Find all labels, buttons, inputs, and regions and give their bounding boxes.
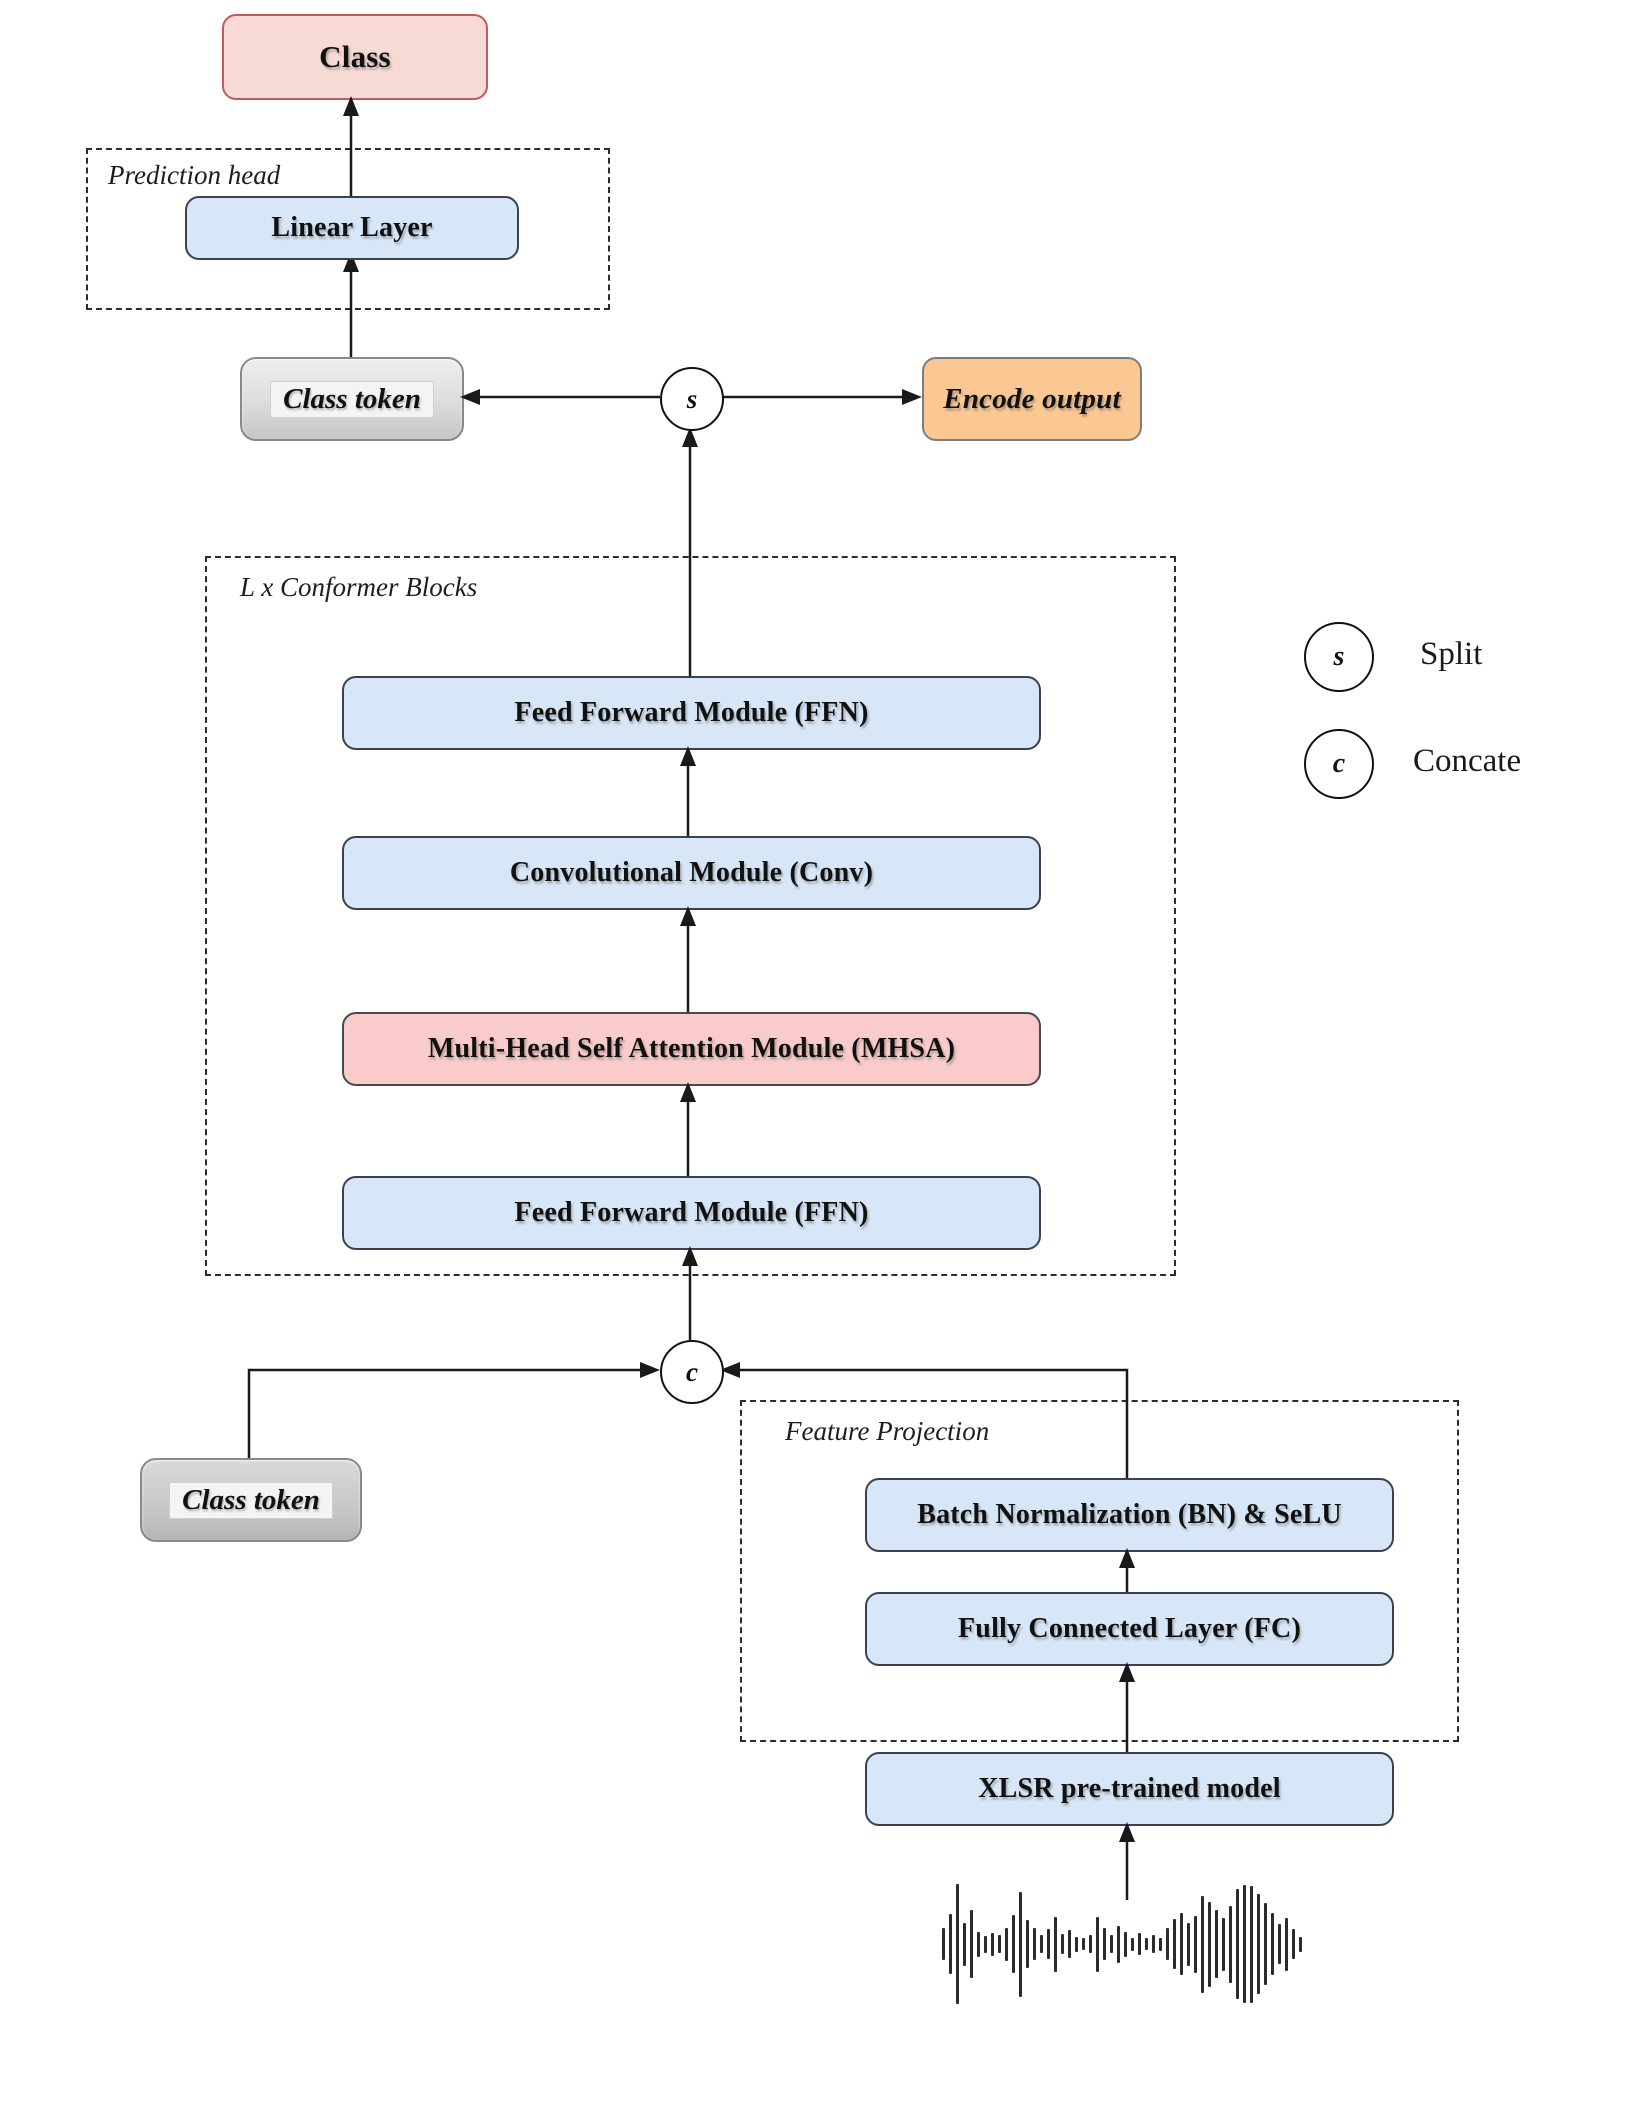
ffn-bottom-box: Feed Forward Module (FFN) bbox=[342, 1176, 1041, 1250]
xlsr-model-box: XLSR pre-trained model bbox=[865, 1752, 1394, 1826]
legend-split-icon: s bbox=[1304, 622, 1374, 692]
legend-split-label: Split bbox=[1420, 636, 1483, 672]
class-token-top-box: Class token bbox=[240, 357, 464, 441]
batch-norm-selu-box: Batch Normalization (BN) & SeLU bbox=[865, 1478, 1394, 1552]
prediction-head-group bbox=[86, 148, 610, 310]
ffn-top-box: Feed Forward Module (FFN) bbox=[342, 676, 1041, 750]
legend-concat-label: Concate bbox=[1413, 743, 1522, 779]
prediction-head-label: Prediction head bbox=[108, 160, 281, 190]
class-token-bottom-label: Class token bbox=[169, 1481, 333, 1519]
conformer-blocks-label: L x Conformer Blocks bbox=[240, 572, 478, 602]
class-token-top-label: Class token bbox=[270, 380, 434, 418]
legend-concat-icon: c bbox=[1304, 729, 1374, 799]
encode-output-box: Encode output bbox=[922, 357, 1142, 441]
class-token-bottom-box: Class token bbox=[140, 1458, 362, 1542]
audio-waveform-icon bbox=[942, 1880, 1308, 2008]
concat-node: c bbox=[660, 1340, 724, 1404]
feature-projection-label: Feature Projection bbox=[785, 1416, 990, 1446]
mhsa-module-box: Multi-Head Self Attention Module (MHSA) bbox=[342, 1012, 1041, 1086]
feature-projection-group bbox=[740, 1400, 1459, 1742]
linear-layer-box: Linear Layer bbox=[185, 196, 519, 260]
class-output-box: Class bbox=[222, 14, 488, 100]
fully-connected-box: Fully Connected Layer (FC) bbox=[865, 1592, 1394, 1666]
split-node: s bbox=[660, 367, 724, 431]
conv-module-box: Convolutional Module (Conv) bbox=[342, 836, 1041, 910]
